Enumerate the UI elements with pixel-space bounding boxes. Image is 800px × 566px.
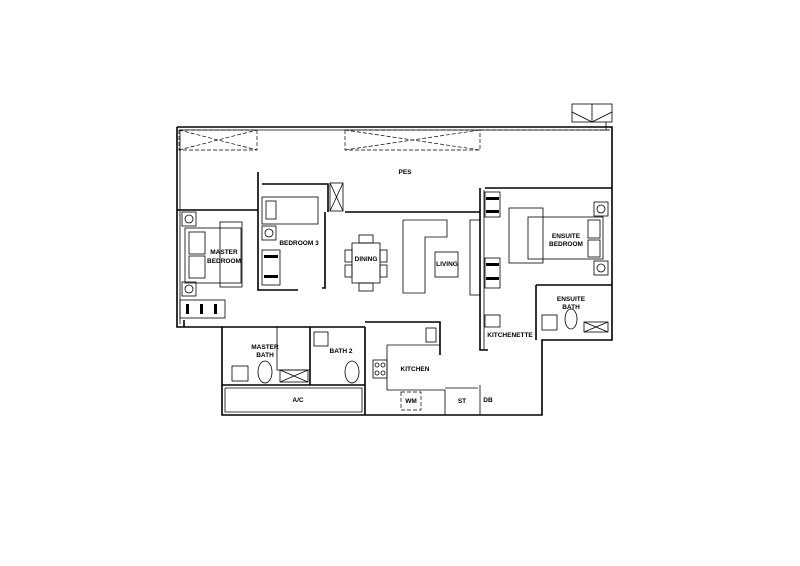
dining-table bbox=[351, 242, 381, 284]
label-wm: WM bbox=[405, 398, 417, 405]
bedroom3-wardrobe bbox=[261, 249, 281, 286]
ensuite-bed bbox=[527, 216, 604, 260]
internal-walls bbox=[177, 172, 612, 415]
stove bbox=[372, 359, 388, 379]
label-living: LIVING bbox=[436, 261, 458, 268]
bedroom3-bed bbox=[261, 196, 319, 225]
pes-planters bbox=[178, 129, 612, 151]
tv-console bbox=[469, 219, 481, 296]
furniture bbox=[179, 191, 609, 411]
label-master-bath-2: BATH bbox=[256, 352, 274, 359]
label-ensuite-bedroom-2: BEDROOM bbox=[549, 241, 583, 248]
bath2-toilet bbox=[344, 360, 360, 384]
label-ensuite-bedroom-1: ENSUITE bbox=[552, 233, 581, 240]
label-master-bedroom-1: MASTER bbox=[210, 249, 238, 256]
label-dining: DINING bbox=[355, 256, 378, 263]
kitchen-sink bbox=[425, 327, 437, 343]
coffee-table bbox=[434, 251, 459, 278]
label-bath2: BATH 2 bbox=[330, 348, 353, 355]
sofa bbox=[402, 219, 448, 294]
label-master-bath-1: MASTER bbox=[251, 344, 279, 351]
label-ac: A/C bbox=[292, 397, 304, 404]
label-kitchen: KITCHEN bbox=[401, 366, 430, 373]
label-ensuite-bath-2: BATH bbox=[562, 304, 580, 311]
label-st: ST bbox=[458, 398, 466, 405]
master-wardrobe bbox=[179, 299, 226, 319]
ensuite-toilet bbox=[564, 308, 578, 330]
master-toilet bbox=[257, 360, 273, 384]
master-bed bbox=[184, 227, 242, 284]
label-pes: PES bbox=[398, 169, 412, 176]
room-labels: PES BEDROOM 3 MASTER BEDROOM DINING LIVI… bbox=[207, 169, 586, 405]
label-ensuite-bath-1: ENSUITE bbox=[557, 296, 586, 303]
label-master-bedroom-2: BEDROOM bbox=[207, 258, 241, 265]
washing-machine bbox=[400, 391, 422, 411]
label-db: DB bbox=[483, 397, 493, 404]
label-kitchenette: KITCHENETTE bbox=[487, 332, 533, 339]
label-bedroom3: BEDROOM 3 bbox=[279, 240, 319, 247]
